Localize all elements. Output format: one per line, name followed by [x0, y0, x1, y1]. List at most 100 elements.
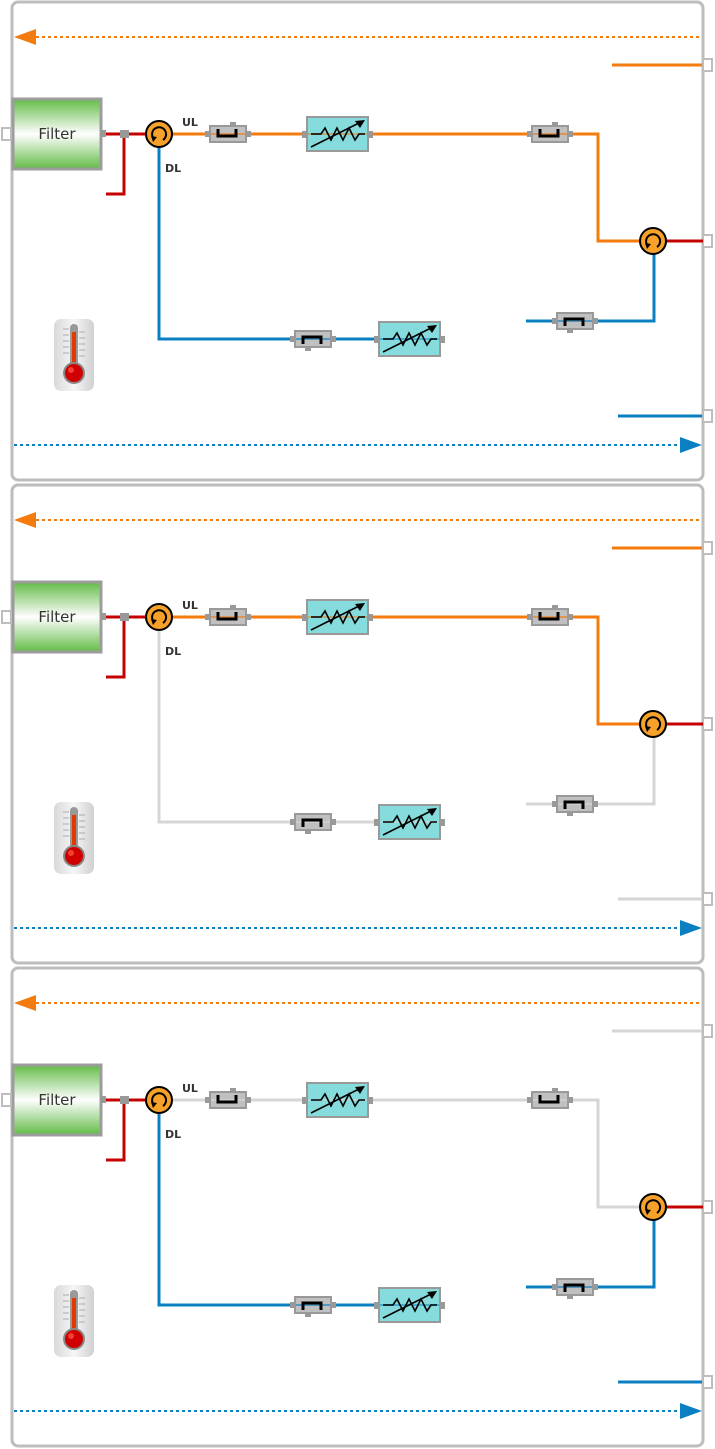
arrow-head — [355, 603, 365, 611]
connector — [527, 1097, 533, 1103]
dl-label: DL — [165, 645, 182, 658]
thermometer-icon — [54, 1285, 94, 1357]
connector — [439, 819, 445, 826]
thermometer-icon — [54, 319, 94, 391]
downlink-path-right — [526, 1220, 656, 1289]
connector — [205, 1097, 211, 1103]
port[interactable] — [1, 127, 12, 141]
uplink-path — [172, 1098, 640, 1209]
isolator-tab — [305, 830, 311, 834]
isolator-icon — [290, 1296, 336, 1317]
variable-arrow — [310, 1087, 362, 1114]
circulator-icon — [145, 1086, 173, 1114]
connector — [552, 801, 558, 807]
circulator-body — [639, 710, 667, 738]
junction — [120, 1096, 129, 1104]
connector — [367, 131, 373, 138]
connector — [302, 131, 308, 138]
connector — [527, 614, 533, 620]
connector — [592, 801, 598, 807]
variable-attenuator-icon — [302, 1082, 373, 1118]
port[interactable] — [702, 892, 713, 906]
port[interactable] — [702, 1024, 713, 1038]
isolator-mark — [538, 612, 560, 621]
connector — [374, 819, 380, 826]
circulator-arrowhead — [645, 726, 651, 732]
filter-block[interactable] — [1, 580, 106, 654]
connector — [245, 1097, 251, 1103]
circulator-arrowhead — [151, 619, 157, 625]
port[interactable] — [702, 58, 713, 72]
connector — [552, 1284, 558, 1290]
downlink-path-right — [526, 254, 656, 323]
junction — [120, 613, 129, 621]
port[interactable] — [1, 610, 12, 624]
filter-block[interactable] — [1, 97, 106, 171]
uplink-path — [172, 132, 640, 243]
connector — [205, 131, 211, 137]
isolator-tab — [552, 605, 558, 609]
isolator-icon — [527, 1088, 573, 1109]
isolator-tab — [230, 605, 236, 609]
port[interactable] — [1, 1093, 12, 1107]
isolator-mark — [216, 1095, 238, 1104]
filter-block[interactable] — [1, 1063, 106, 1137]
downlink-path — [157, 630, 440, 824]
arrow-head — [427, 1291, 437, 1299]
port[interactable] — [702, 1375, 713, 1389]
filter-body[interactable] — [11, 97, 103, 171]
port[interactable] — [702, 1200, 713, 1214]
connector — [567, 614, 573, 620]
connector — [330, 819, 336, 825]
connector — [290, 819, 296, 825]
uplink-path — [172, 615, 640, 726]
port[interactable] — [702, 409, 713, 423]
downlink-path — [157, 1113, 440, 1307]
resistor-zigzag — [383, 814, 437, 830]
ul-label: UL — [182, 599, 198, 612]
power-branch — [106, 617, 126, 679]
connector — [527, 131, 533, 137]
variable-attenuator-icon — [302, 116, 373, 152]
thermometer-bulb — [65, 364, 83, 382]
power-branch — [106, 134, 126, 196]
port[interactable] — [702, 234, 713, 248]
circulator-arc — [151, 126, 168, 141]
filter-body[interactable] — [11, 1063, 103, 1137]
downlink-path-right — [526, 737, 656, 806]
circulator-arc — [645, 716, 662, 731]
arrow-right-icon — [680, 920, 702, 936]
isolator-icon — [290, 330, 336, 351]
isolator-icon — [290, 813, 336, 834]
thermometer-bulb — [65, 1330, 83, 1348]
circulator-arrowhead — [151, 1102, 157, 1108]
isolator-mark — [538, 129, 560, 138]
circulator-arc — [151, 1092, 168, 1107]
ul-label: UL — [182, 116, 198, 129]
isolator-tab — [552, 122, 558, 126]
isolator-mark — [563, 317, 585, 326]
isolator-icon — [527, 605, 573, 626]
resistor-zigzag — [311, 609, 365, 625]
arrow-head — [427, 808, 437, 816]
isolator-mark — [563, 800, 585, 809]
arrow-right-icon — [680, 1403, 702, 1419]
dl-label: DL — [165, 162, 182, 175]
circulator-body — [145, 603, 173, 631]
panel-2: Filter UL DL — [0, 483, 715, 966]
panel-3-svg — [1, 966, 713, 1448]
port[interactable] — [702, 717, 713, 731]
isolator-icon — [205, 122, 251, 143]
panel-3: Filter UL DL — [0, 966, 715, 1449]
isolator-mark — [301, 1301, 323, 1310]
isolator-mark — [216, 612, 238, 621]
isolator-mark — [301, 335, 323, 344]
port[interactable] — [702, 541, 713, 555]
filter-body[interactable] — [11, 580, 103, 654]
connector — [592, 318, 598, 324]
connector — [367, 1097, 373, 1104]
arrow-head — [355, 1086, 365, 1094]
connector — [290, 336, 296, 342]
circulator-icon — [145, 120, 173, 148]
connector — [245, 614, 251, 620]
